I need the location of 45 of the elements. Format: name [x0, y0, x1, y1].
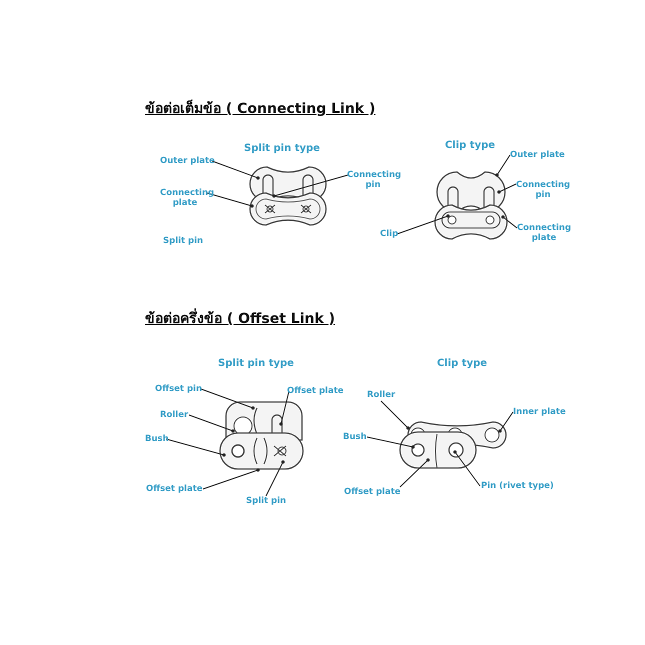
chain-link-drawing — [249, 166, 327, 226]
section-heading: ข้อต่อครึ่งข้อ ( Offset Link ) — [145, 307, 336, 329]
part-label: Offset plate — [146, 484, 203, 494]
part-label: Connecting plate — [516, 223, 572, 243]
leader-line — [497, 184, 516, 194]
leader-line — [212, 160, 260, 180]
type-heading: Split pin type — [218, 358, 294, 369]
leader-line — [380, 400, 410, 430]
type-heading: Clip type — [436, 358, 488, 369]
part-label: Clip — [380, 229, 398, 239]
leader-line — [498, 412, 514, 433]
leader-line — [202, 468, 260, 490]
part-label: Bush — [343, 432, 367, 442]
leader-line — [495, 154, 510, 177]
part-label: Roller — [160, 410, 188, 420]
part-label: Pin (rivet type) — [481, 481, 554, 491]
part-label: Bush — [145, 434, 169, 444]
leader-line — [453, 450, 480, 486]
part-label: Connecting pin — [347, 170, 399, 190]
chain-link-drawing — [399, 421, 507, 469]
type-heading: Clip type — [444, 140, 496, 151]
type-heading: Split pin type — [244, 143, 320, 154]
leader-line — [501, 215, 518, 228]
part-label: Roller — [367, 390, 396, 400]
leader-line — [200, 388, 255, 410]
leader-line — [272, 174, 348, 198]
section-heading: ข้อต่อเต็มข้อ ( Connecting Link ) — [145, 98, 376, 119]
part-label: Split pin — [246, 496, 286, 506]
part-label: Outer plate — [510, 150, 565, 160]
leader-line — [366, 436, 415, 449]
part-label: Split pin — [163, 236, 204, 246]
chain-link-drawing — [219, 401, 304, 470]
leader-line — [166, 438, 226, 457]
part-label: Offset pin — [155, 384, 202, 394]
part-label: Connecting pin — [516, 180, 570, 200]
leader-line — [188, 414, 235, 433]
leader-line — [206, 192, 254, 208]
leader-line — [266, 460, 285, 496]
chain-link-drawing — [434, 171, 508, 240]
leader-line — [396, 214, 450, 234]
part-label: Offset plate — [344, 487, 401, 497]
leader-line — [400, 458, 430, 488]
part-label: Offset plate — [287, 386, 344, 396]
part-label: Outer plate — [160, 156, 215, 166]
part-label: Inner plate — [513, 407, 566, 417]
